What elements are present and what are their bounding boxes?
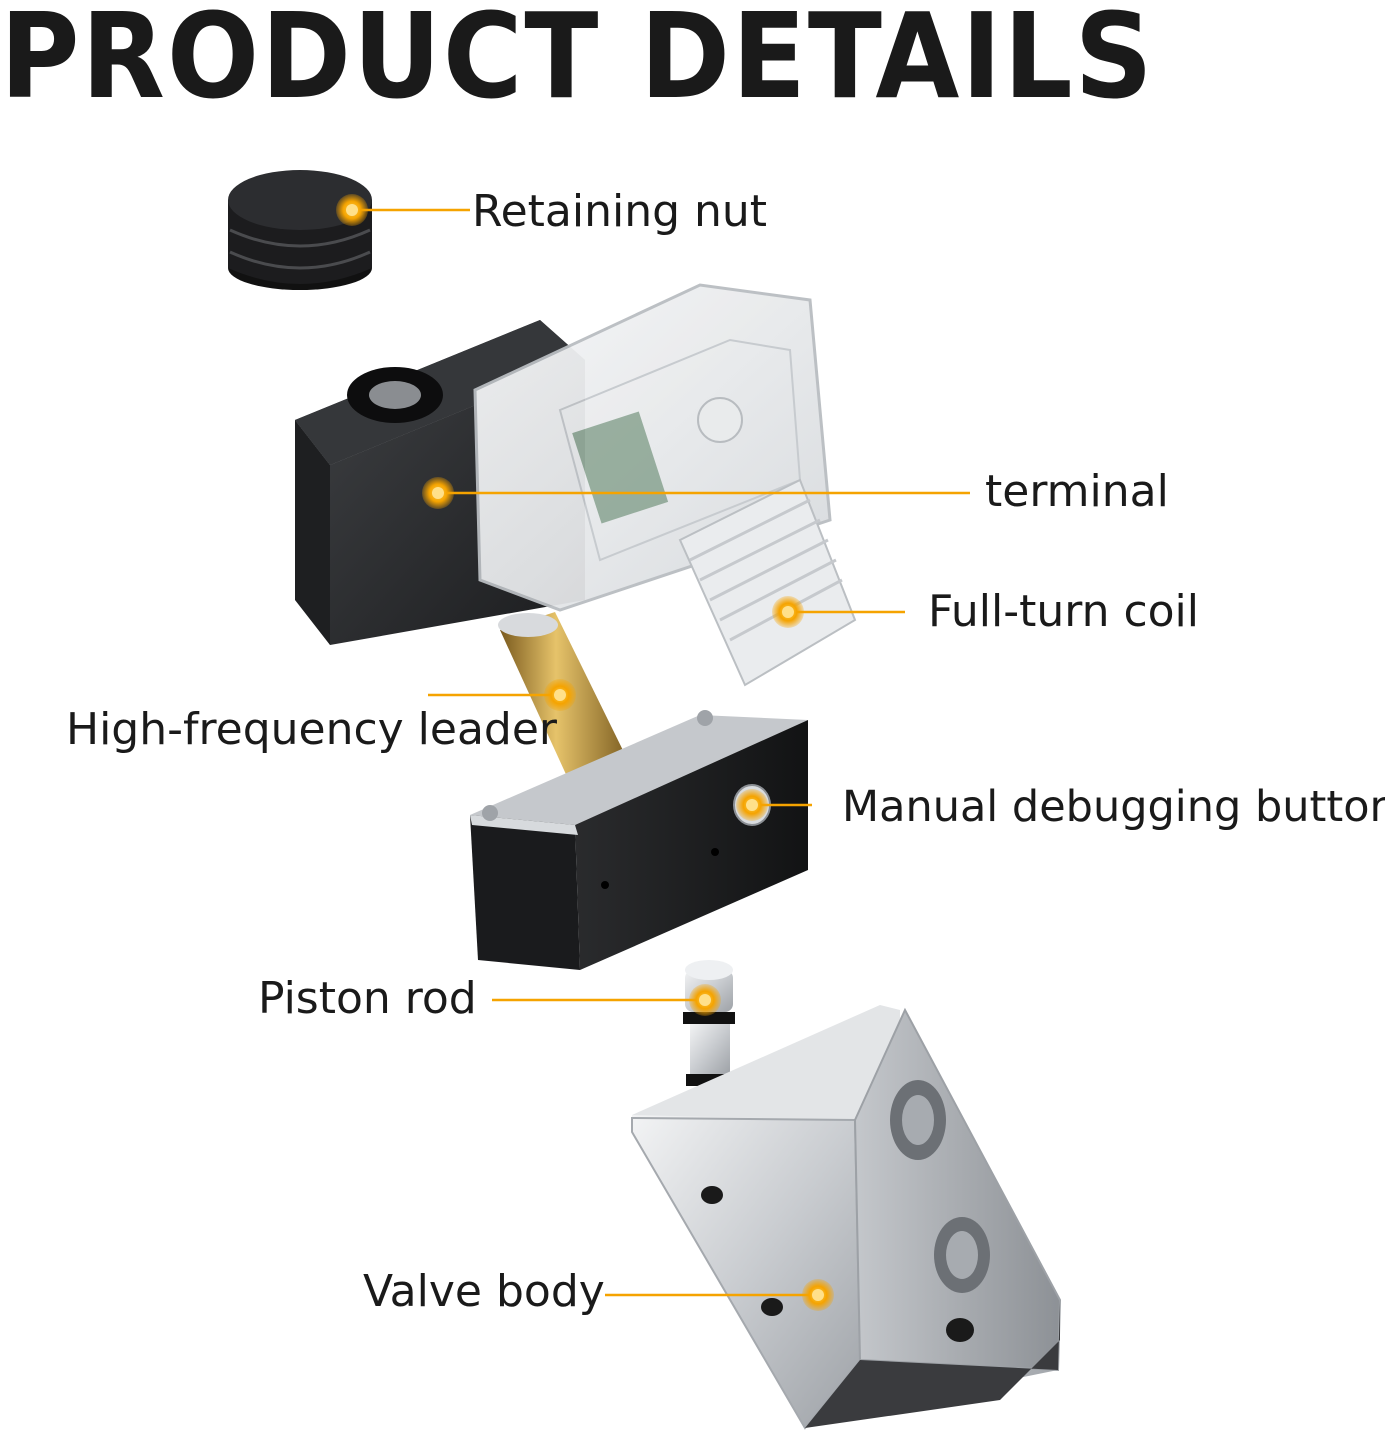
pilot-head-part bbox=[470, 710, 808, 970]
callout-dot-retaining-nut bbox=[336, 194, 368, 226]
piston-rod-part bbox=[683, 960, 735, 1086]
label-terminal: terminal bbox=[985, 466, 1169, 517]
label-valve-body: Valve body bbox=[363, 1266, 605, 1317]
label-piston-rod: Piston rod bbox=[258, 973, 477, 1024]
callout-dot-valve-body bbox=[802, 1279, 834, 1311]
callout-dots bbox=[336, 194, 834, 1311]
label-retaining-nut: Retaining nut bbox=[472, 186, 768, 237]
valve-body-part bbox=[631, 1005, 1062, 1430]
label-manual-debugging-button: Manual debugging button bbox=[842, 782, 1385, 832]
callout-dot-piston-rod bbox=[689, 984, 721, 1016]
label-high-frequency-leader: High-frequency leader bbox=[66, 704, 558, 755]
terminal-connector-part bbox=[473, 283, 857, 687]
callout-lines bbox=[352, 208, 970, 1297]
callout-dot-manual-button bbox=[736, 789, 768, 821]
callout-dot-high-frequency-leader bbox=[544, 679, 576, 711]
label-full-turn-coil: Full-turn coil bbox=[928, 586, 1200, 637]
callout-dot-full-turn-coil bbox=[772, 596, 804, 628]
retaining-nut-part bbox=[228, 170, 372, 290]
page-title: PRODUCT DETAILS bbox=[0, 0, 1155, 125]
callout-dot-terminal bbox=[422, 477, 454, 509]
